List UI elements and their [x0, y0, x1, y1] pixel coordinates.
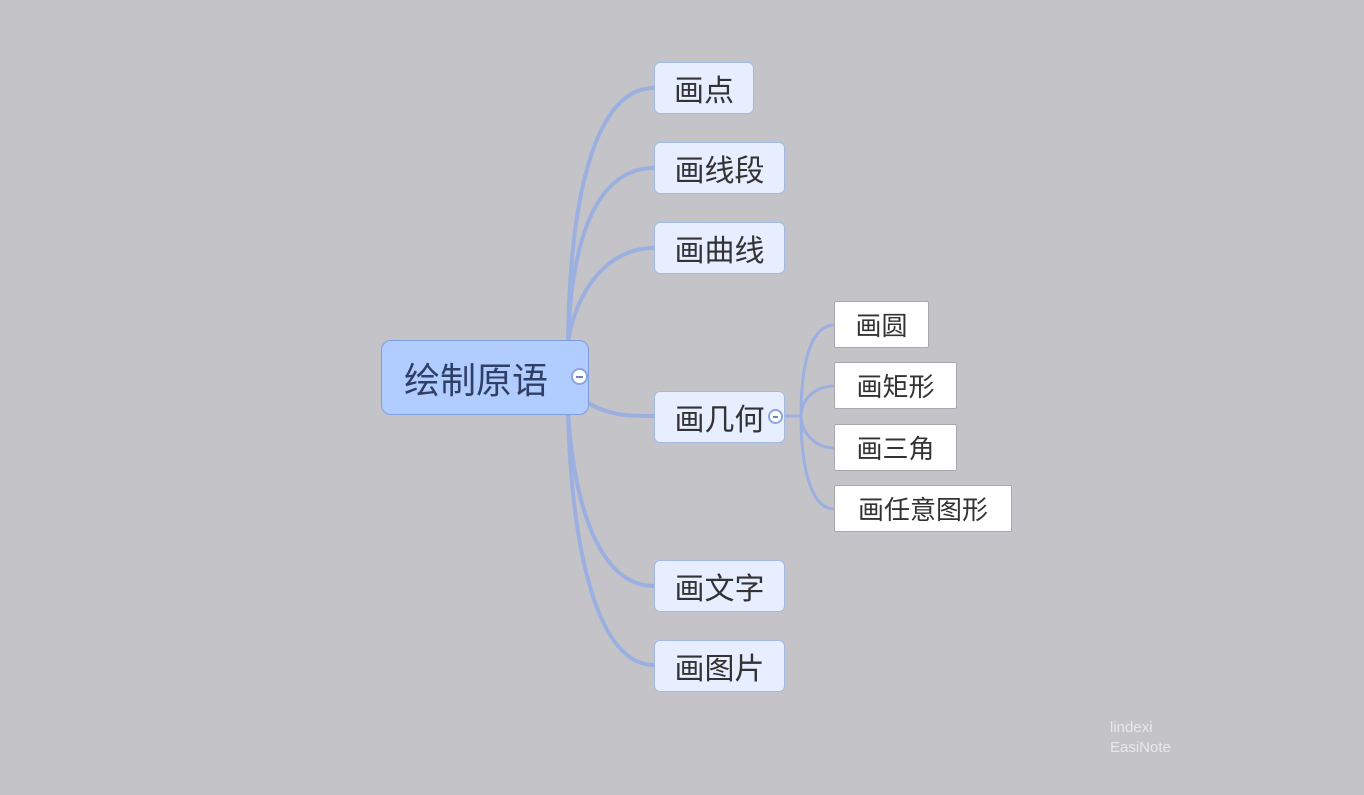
root-collapse-icon[interactable] — [571, 368, 588, 385]
geometry-collapse-icon[interactable] — [768, 409, 783, 424]
link-geometry-to-rect — [799, 384, 836, 418]
link-geometry-to-triangle — [799, 414, 836, 450]
link-root-to-image — [566, 410, 656, 667]
link-root-to-curve — [566, 246, 656, 344]
link-root-to-segment — [566, 166, 656, 344]
branch-node-text[interactable]: 画文字 — [654, 560, 785, 612]
watermark-author: lindexi — [1110, 719, 1153, 736]
link-geometry-to-circle — [799, 323, 836, 418]
branch-node-image[interactable]: 画图片 — [654, 640, 785, 692]
subnode-freeform[interactable]: 画任意图形 — [834, 485, 1012, 532]
link-root-to-text — [566, 410, 656, 588]
branch-node-dot[interactable]: 画点 — [654, 62, 754, 114]
subnode-rectangle[interactable]: 画矩形 — [834, 362, 957, 409]
watermark-app: EasiNote — [1110, 739, 1171, 756]
link-root-to-dot — [566, 86, 656, 344]
branch-node-curve[interactable]: 画曲线 — [654, 222, 785, 274]
branch-node-segment[interactable]: 画线段 — [654, 142, 785, 194]
link-root-to-geometry — [586, 401, 656, 418]
link-geometry-to-freeform — [799, 414, 836, 511]
subnode-triangle[interactable]: 画三角 — [834, 424, 957, 471]
watermark: lindexi EasiNote — [1110, 718, 1171, 758]
subnode-circle[interactable]: 画圆 — [834, 301, 929, 348]
root-node[interactable]: 绘制原语 — [381, 340, 589, 415]
branch-node-geometry[interactable]: 画几何 — [654, 391, 785, 443]
